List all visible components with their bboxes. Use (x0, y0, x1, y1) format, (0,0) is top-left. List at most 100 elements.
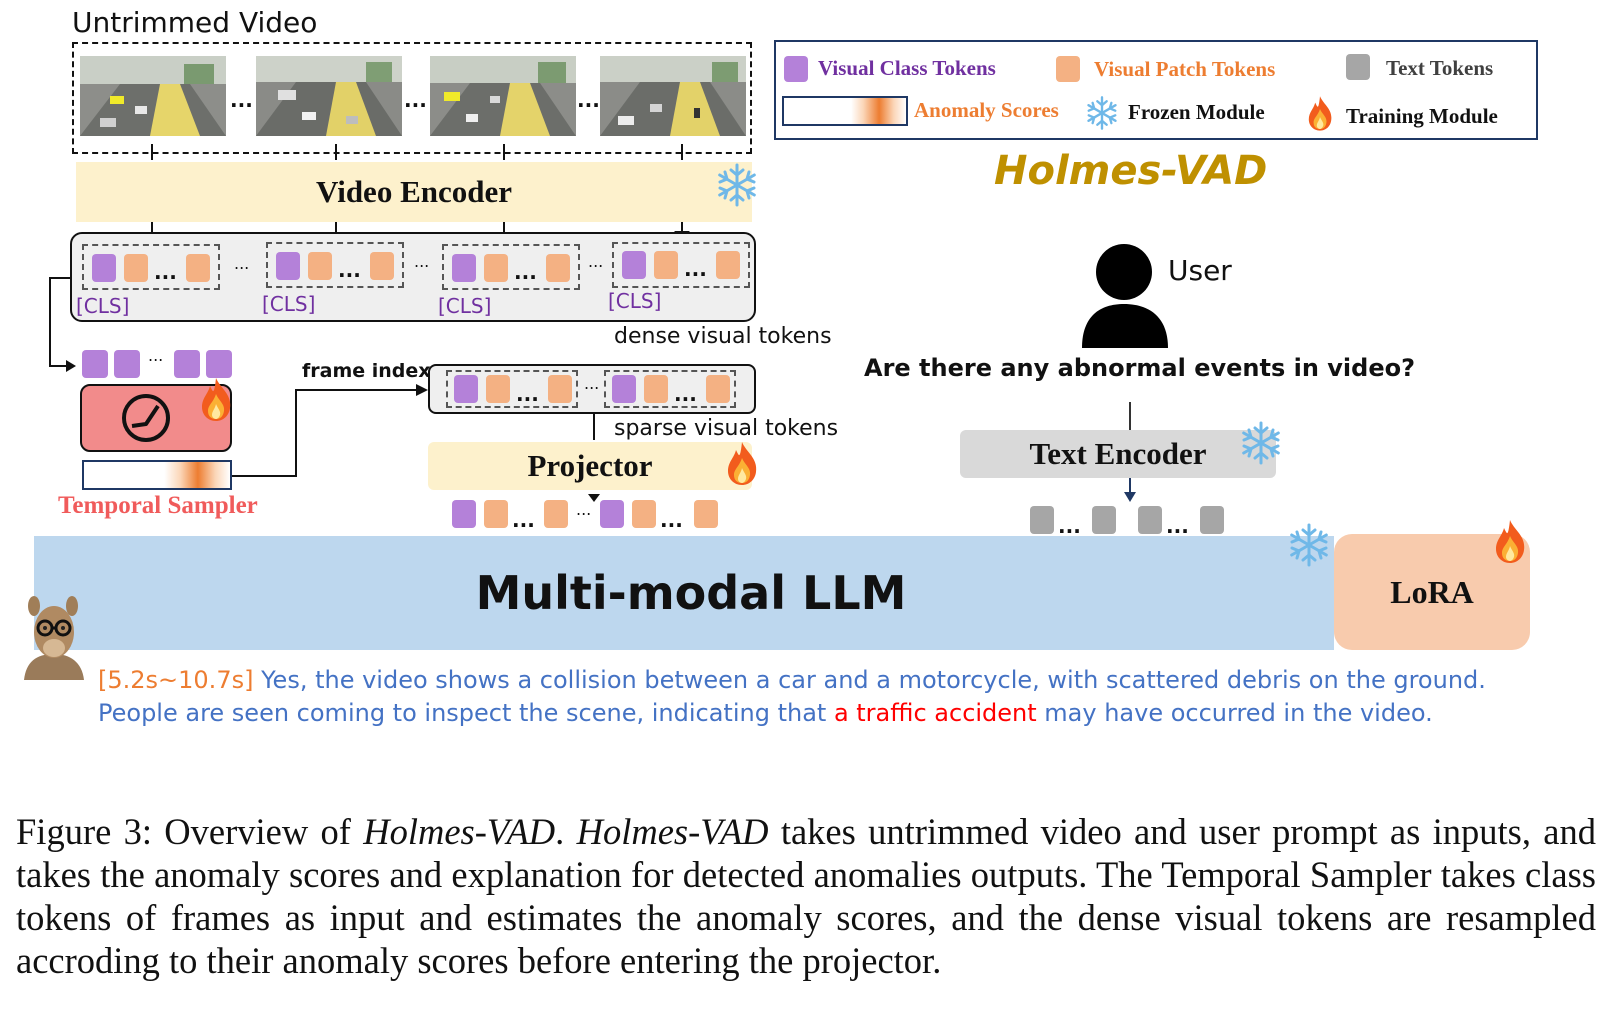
caption-text-2: takes untrimmed video and user prompt as… (16, 811, 1596, 981)
patch-token (486, 375, 510, 403)
class-token (622, 251, 646, 279)
answer-text-end: may have occurred in the video. (1036, 699, 1433, 727)
temporal-sampler-label: Temporal Sampler (58, 492, 258, 519)
legend-text-swatch (1346, 54, 1370, 80)
text-encoder-label: Text Encoder (1029, 436, 1207, 471)
token-ellipsis: ... (684, 257, 707, 281)
class-token (452, 500, 476, 528)
legend-box (774, 40, 1538, 140)
legend-training-label: Training Module (1346, 104, 1498, 128)
cls-label: [CLS] (438, 294, 492, 318)
legend-class-swatch (784, 56, 808, 82)
text-token (1200, 506, 1224, 534)
group-ellipsis: ... (576, 500, 592, 519)
projector-block: Projector (428, 442, 752, 490)
legend-anomaly-swatch (782, 96, 908, 126)
brand-title: Holmes-VAD (994, 148, 1268, 194)
frame-index-label: frame index (302, 360, 431, 382)
patch-token (186, 254, 210, 282)
fire-icon (728, 442, 757, 485)
group-ellipsis: ... (588, 252, 604, 271)
anomaly-score-bar (82, 460, 232, 490)
class-token (276, 252, 300, 280)
patch-token (654, 251, 678, 279)
projector-label: Projector (527, 448, 653, 483)
token-ellipsis: ... (516, 382, 539, 406)
frame-connectors (151, 144, 683, 160)
snowflake-icon (1290, 523, 1328, 567)
group-ellipsis: ... (584, 374, 600, 393)
patch-token (308, 252, 332, 280)
answer-timestamp: [5.2s~10.7s] (98, 666, 254, 694)
token-ellipsis: ... (1166, 514, 1189, 538)
token-ellipsis: ... (674, 382, 697, 406)
token-ellipsis: ... (1058, 514, 1081, 538)
token-group (604, 370, 736, 408)
sparse-tokens-box (428, 364, 756, 414)
video-frame (600, 56, 746, 136)
patch-token (124, 254, 148, 282)
sparse-tokens-label: sparse visual tokens (614, 416, 839, 441)
video-frame (256, 56, 402, 136)
class-token (612, 375, 636, 403)
lora-label: LoRA (1390, 573, 1474, 610)
video-frame (430, 56, 576, 136)
token-group (446, 370, 578, 408)
caption-italic-1: Holmes-VAD (363, 811, 556, 852)
frame-ellipsis: ... (404, 88, 427, 112)
llama-avatar-icon (24, 596, 84, 680)
patch-token (706, 375, 730, 403)
legend-class-label: Visual Class Tokens (818, 56, 996, 80)
frame-ellipsis: ... (577, 88, 600, 112)
user-icon (1082, 244, 1168, 348)
token-group (612, 242, 750, 288)
dense-tokens-label: dense visual tokens (614, 324, 832, 349)
text-token (1030, 506, 1054, 534)
cls-label: [CLS] (608, 289, 662, 313)
sampler-connector (49, 277, 1136, 502)
class-token (92, 254, 116, 282)
user-label: User (1168, 254, 1232, 287)
text-token (1092, 506, 1116, 534)
video-encoder-block: Video Encoder (76, 162, 752, 222)
token-group (442, 244, 580, 290)
fire-icon (1496, 520, 1525, 563)
caption-label: Figure 3: Overview of (16, 811, 364, 852)
legend-patch-swatch (1056, 56, 1080, 82)
text-token (1138, 506, 1162, 534)
group-ellipsis: ... (234, 254, 250, 273)
class-token (454, 375, 478, 403)
clock-icon (122, 394, 170, 442)
legend-frozen-label: Frozen Module (1128, 100, 1265, 124)
patch-token (484, 500, 508, 528)
group-ellipsis: ... (414, 252, 430, 271)
patch-token (632, 500, 656, 528)
caption-italic-2: Holmes-VAD (576, 811, 769, 852)
user-question: Are there any abnormal events in video? (864, 354, 1416, 382)
class-token (174, 350, 200, 378)
llm-label: Multi-modal LLM (475, 566, 907, 620)
cls-label: [CLS] (262, 292, 316, 316)
class-token (114, 350, 140, 378)
snowflake-icon (1087, 96, 1117, 130)
patch-token (694, 500, 718, 528)
token-ellipsis: ... (338, 258, 361, 282)
class-token (600, 500, 624, 528)
answer-text-start: Yes, the video shows a collision between… (98, 666, 1486, 727)
cls-label: [CLS] (76, 294, 130, 318)
patch-token (370, 252, 394, 280)
patch-token (546, 254, 570, 282)
patch-token (716, 251, 740, 279)
snowflake-icon (1242, 421, 1280, 465)
legend-patch-label: Visual Patch Tokens (1094, 57, 1276, 81)
token-ellipsis: ... (154, 260, 177, 284)
class-token (206, 350, 232, 378)
patch-token (548, 375, 572, 403)
frame-ellipsis: ... (230, 88, 253, 112)
figure-caption: Figure 3: Overview of Holmes-VAD. Holmes… (16, 810, 1596, 982)
legend-text-label: Text Tokens (1386, 56, 1494, 80)
token-group (82, 244, 220, 290)
video-encoder-label: Video Encoder (315, 174, 513, 209)
fire-icon (202, 378, 231, 421)
answer-highlight: a traffic accident (833, 699, 1037, 727)
